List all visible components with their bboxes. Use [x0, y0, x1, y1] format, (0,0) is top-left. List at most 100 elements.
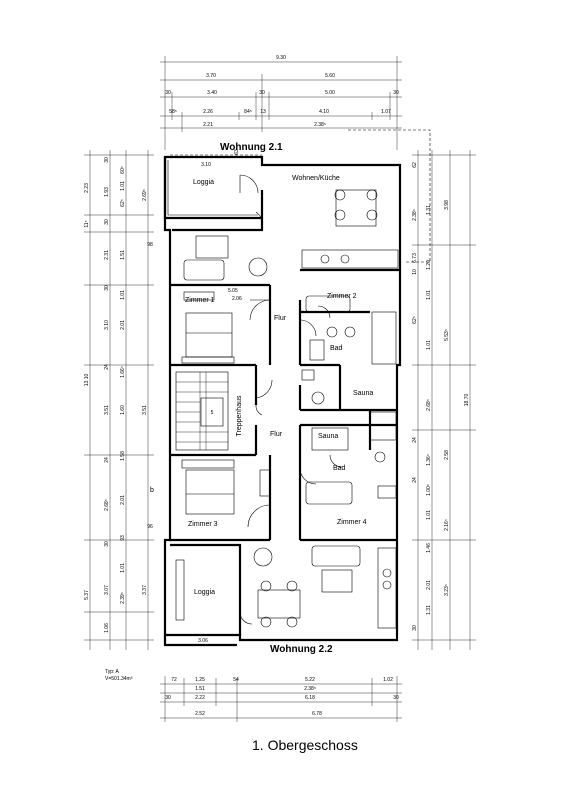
- dim-bot-m: 6.78: [312, 711, 322, 717]
- dim-bot-b: 1.25: [195, 677, 205, 683]
- dim-left-mid-11: 30: [104, 541, 110, 547]
- dim-right-total: 18.70: [464, 394, 470, 407]
- dim-top-m: 1.07: [381, 109, 391, 115]
- dim-right-inner-1: 1.31: [426, 205, 432, 215]
- area-note-type: Typ: A: [105, 669, 120, 675]
- dim-right-inner-3: 1.20: [426, 260, 432, 270]
- dim-bot-a: 72: [171, 677, 177, 683]
- room-label-bad-bottom: Bad: [333, 465, 346, 472]
- dim-left-extra-4: 3.51: [142, 405, 148, 415]
- dim-left-mid-3: 30: [104, 219, 110, 225]
- room-label-sauna-bottom: Sauna: [318, 433, 338, 440]
- dim-right-small-6: 24: [412, 437, 418, 443]
- dim-left-extra-1: 98: [147, 242, 153, 248]
- dim-right-small-7: 24: [412, 477, 418, 483]
- room-label-flur-top: Flur: [274, 315, 287, 322]
- dim-top-n: 2.21: [203, 122, 213, 128]
- dim-right-inner-5: 2.68⁵: [426, 399, 432, 411]
- dim-left-inner-6: 2.01: [120, 320, 126, 330]
- dim-left-inner-1: 60⁵: [120, 166, 126, 174]
- stairs: 5: [175, 371, 229, 451]
- area-note-volume: V=501.34m³: [105, 676, 133, 682]
- room-label-sauna-top: Sauna: [353, 390, 373, 397]
- dim-right-inner-7: 1.00⁵: [426, 484, 432, 496]
- dim-left-mid-10: 2.68⁵: [104, 499, 110, 511]
- dim-right-small-5: 62⁵: [412, 316, 418, 324]
- dim-right-inner-11: 1.31: [426, 605, 432, 615]
- room-label-zimmer4: Zimmer 4: [337, 519, 367, 526]
- stair-number: 5: [211, 410, 214, 416]
- dim-left-mid-12: 3.07: [104, 585, 110, 595]
- dim-bot-f: 1.51: [195, 686, 205, 692]
- dim-left-inner-5: 1.01: [120, 290, 126, 300]
- furniture-upper: [181, 189, 399, 405]
- dim-top-total: 9.30: [276, 55, 286, 61]
- dim-top-o: 2.38⁵: [314, 122, 326, 128]
- dim-right-inner-10: 2.01: [426, 580, 432, 590]
- dim-left-mid-5: 30: [104, 285, 110, 291]
- dim-top-b: 5.60: [325, 73, 335, 79]
- dim-top-j: 84⁵: [244, 109, 252, 115]
- dim-top-g: 30: [393, 90, 399, 96]
- dim-left-outer-2: 11⁵: [84, 220, 90, 227]
- dim-left-mid-2: 1.93: [104, 187, 110, 197]
- dim-top-l: 4.10: [319, 109, 329, 115]
- dim-top-i: 2.26: [203, 109, 213, 115]
- dim-left-mid-8: 3.51: [104, 405, 110, 415]
- dim-left-outer-4: 5.37: [84, 590, 90, 600]
- dim-bot-h: 30: [165, 695, 171, 701]
- small-mark-1: 5.05: [228, 288, 238, 294]
- room-label-bad-top: Bad: [330, 345, 343, 352]
- apartment-label-upper: Wohnung 2.1: [220, 142, 283, 153]
- small-mark-3: 63: [234, 149, 240, 155]
- dim-bot-d: 5.22: [305, 677, 315, 683]
- dim-bot-e: 1.02: [383, 677, 393, 683]
- dim-right-mid-5: 3.23⁵: [444, 584, 450, 596]
- dim-top-d: 3.40: [207, 90, 217, 96]
- dim-top-k: 13: [260, 109, 266, 115]
- dim-right-inner-8: 1.01: [426, 510, 432, 520]
- apartment-label-lower: Wohnung 2.2: [270, 644, 333, 655]
- dim-top-e: 30: [259, 90, 265, 96]
- furniture-lower: [175, 411, 397, 629]
- dim-left-inner-11: 93: [120, 535, 126, 541]
- room-label-flur-bottom: Flur: [270, 431, 283, 438]
- dim-left-mid-1: 30: [104, 157, 110, 163]
- dim-left-inner-9: 1.58: [120, 451, 126, 461]
- dim-right-mid-4: 2.16⁵: [444, 519, 450, 531]
- dim-left-extra-3: 2.69⁵: [142, 189, 148, 201]
- dim-left-inner-12: 1.01: [120, 563, 126, 573]
- dim-right-mid-1: 3.98: [444, 200, 450, 210]
- dim-right-mid-3: 2.58: [444, 450, 450, 460]
- dim-right-inner-2: 1.01: [426, 290, 432, 300]
- dim-left-outer-3: 13.10: [84, 374, 90, 387]
- dim-left-inner-13: 2.39⁵: [120, 592, 126, 604]
- room-label-zimmer1: Zimmer 1: [185, 297, 215, 304]
- dim-bot-i: 2.22: [195, 695, 205, 701]
- dim-left-inner-2: 1.01: [120, 181, 126, 191]
- small-mark-2: 2.06: [232, 296, 242, 302]
- dim-right-inner-6: 1.36⁵: [426, 454, 432, 466]
- room-label-treppenhaus: Treppenhaus: [236, 395, 243, 436]
- dim-left-mid-6: 3.10: [104, 320, 110, 330]
- dim-bot-c: 54: [233, 677, 239, 683]
- dim-top-f: 5.00: [325, 90, 335, 96]
- dim-left-inner-7: 1.66⁵: [120, 366, 126, 378]
- left-dimension-chains: 2.23 11⁵ 13.10 5.37 30 1.93 30 2.31 30 3…: [84, 150, 154, 650]
- dim-bot-l: 2.52: [195, 711, 205, 717]
- loggia-bottom-width: 3.06: [198, 638, 208, 644]
- dim-left-inner-10: 2.01: [120, 495, 126, 505]
- dim-left-mid-9: 24: [104, 457, 110, 463]
- dim-left-mid-7: 24: [104, 364, 110, 370]
- dim-right-small-4: 10: [412, 269, 418, 275]
- dim-left-outer-1: 2.23: [84, 183, 90, 193]
- dim-left-extra-2: 96: [147, 524, 153, 530]
- room-label-zimmer2: Zimmer 2: [327, 293, 357, 300]
- dim-top-a: 3.70: [206, 73, 216, 79]
- dim-right-small-8: 30: [412, 625, 418, 631]
- dim-right-small-2: 2.38⁵: [412, 209, 418, 221]
- dim-right-inner-9: 1.46: [426, 543, 432, 553]
- dim-top-h: 58⁵: [169, 109, 177, 115]
- room-label-wohnen-kueche: Wohnen/Küche: [292, 175, 340, 182]
- dim-top-c: 30: [165, 90, 171, 96]
